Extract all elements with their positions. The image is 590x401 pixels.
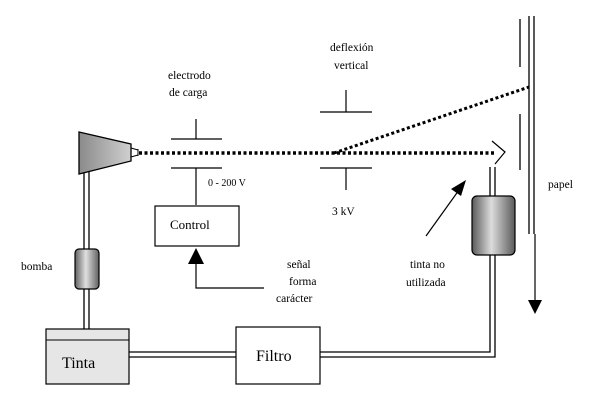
ink-tank: Tinta — [45, 328, 130, 385]
signal-arrow — [188, 248, 264, 289]
senal-label-1: señal — [287, 259, 311, 271]
deflexion-label-2: vertical — [334, 60, 368, 72]
papel-label: papel — [548, 179, 573, 191]
paper — [519, 16, 535, 234]
deflexion-label-1: deflexión — [330, 42, 374, 54]
senal-label-2: forma — [289, 276, 316, 288]
electrodo-label-2: de carga — [169, 87, 207, 99]
filter-box: Filtro — [235, 326, 321, 385]
collector-arrow — [425, 180, 466, 237]
pump: bomba — [21, 248, 100, 290]
control-label: Control — [170, 217, 210, 232]
bomba-label: bomba — [21, 261, 52, 273]
deflection-plates — [320, 90, 372, 190]
ink-pipes — [83, 167, 496, 358]
voltage-deflect-label: 3 kV — [332, 206, 355, 218]
droplet-stream — [139, 85, 530, 155]
nozzle — [78, 131, 139, 175]
voltage-charge-label: 0 - 200 V — [208, 178, 247, 189]
electrodo-label-1: electrodo — [168, 70, 211, 82]
tinta-no-label-2: utilizada — [406, 277, 446, 289]
ink-collector — [471, 140, 516, 256]
charge-electrode — [171, 119, 222, 205]
control-box: Control — [154, 205, 240, 247]
tinta-label: Tinta — [62, 355, 95, 372]
tinta-no-label-1: tinta no — [410, 259, 445, 271]
paper-direction-arrow — [528, 234, 542, 314]
filtro-label: Filtro — [256, 348, 292, 365]
senal-label-3: carácter — [276, 293, 313, 305]
